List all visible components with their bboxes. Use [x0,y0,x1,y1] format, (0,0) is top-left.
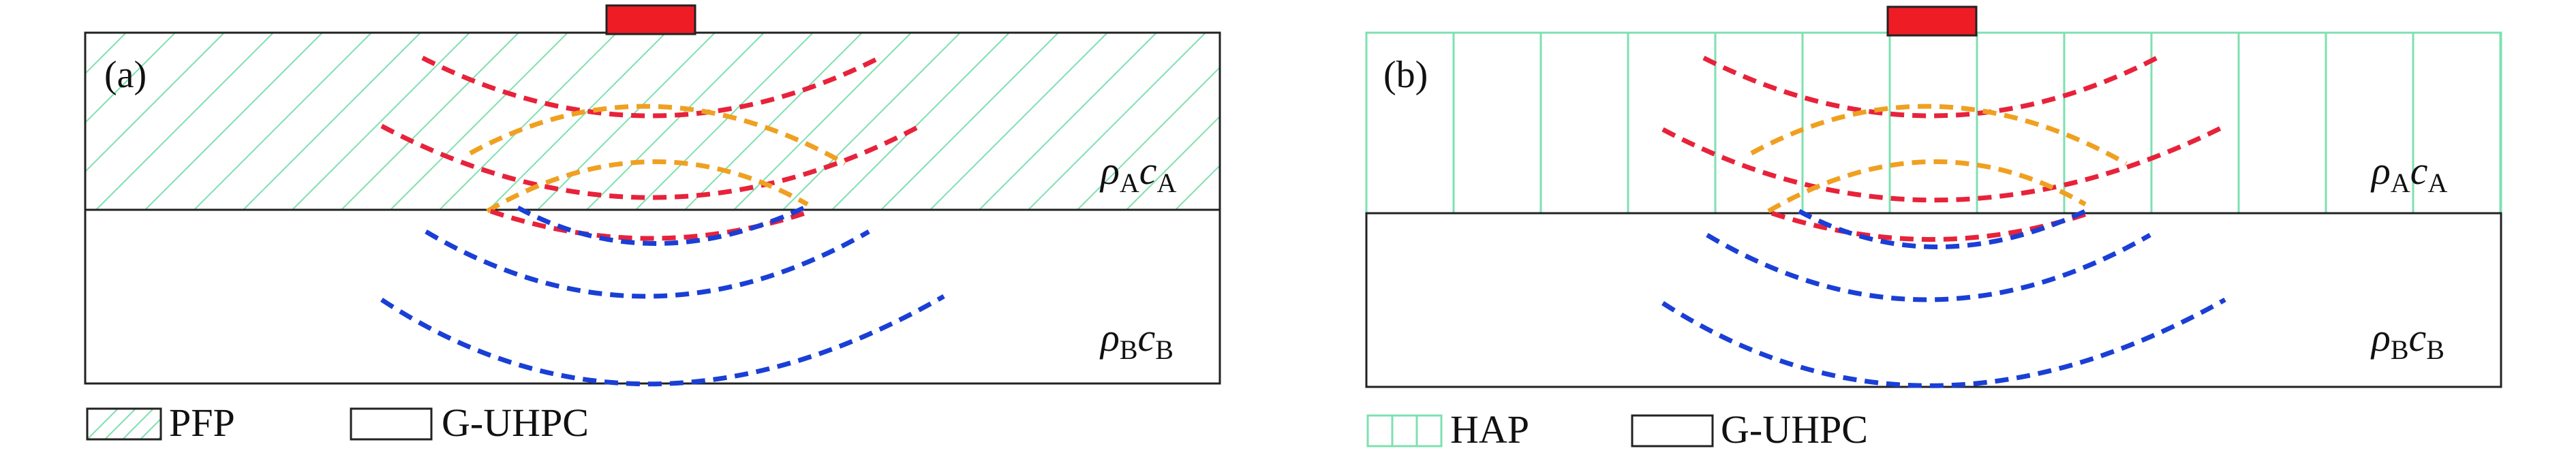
hatch-line [390,33,568,210]
legend-label: PFP [169,401,235,445]
hatch-line [930,33,1108,210]
legend-item-g-uhpc: G-UHPC [1631,407,1868,452]
hatch-line [439,33,617,210]
legend-label: G-UHPC [1721,407,1868,452]
reflected-wave-1 [469,104,846,166]
panel-a: (a) ρAcA ρBcB PFP G-UHPC [84,4,1402,445]
legend-swatch-pfp [87,409,161,439]
transducer [605,4,696,35]
transmitted-wave-2 [1706,232,2151,302]
hatch-line [1028,33,1206,210]
hatch-line [684,33,863,210]
transducer [1886,5,1978,37]
hatch-line [87,408,119,440]
density-velocity-b: ρBcB [1099,315,1174,365]
hatch-line [586,33,765,210]
panel-label: (a) [104,54,147,96]
hatch-line [292,33,470,210]
transmitted-wave-1 [517,205,806,246]
incident-wave-1 [421,55,880,119]
incident-wave-3 [489,208,812,241]
hatch-line [1225,33,1402,210]
incident-wave-3 [1770,210,2090,242]
hatch-line [488,33,666,210]
legend-item-hap: HAP [1366,407,1529,452]
hatch-line [85,33,225,173]
hatch-line [880,33,1059,210]
legend-item-g-uhpc: G-UHPC [350,401,589,445]
hatch-line [85,33,176,124]
panel-b: (b) ρAcA ρBcB HAP G-UHPC [1365,5,2502,452]
hatch-line [537,33,716,210]
pfp-layer [84,31,1221,211]
density-velocity-a: ρAcA [1099,148,1176,198]
hatch-line [1175,164,1220,210]
hap-vertical-lines [1452,33,2502,213]
hap-layer [1365,31,2502,215]
pfp-hatch-pattern [85,33,1402,210]
hatch-line [140,418,162,440]
legend-swatch-hap [1366,414,1443,448]
legend-item-pfp: PFP [86,401,235,445]
transmitted-wave-3 [380,294,945,387]
legend: PFP G-UHPC [86,401,589,445]
hatch-line [144,33,323,210]
hatch-line [243,33,421,210]
reflected-wave-2 [1767,159,2087,214]
density-velocity-b: ρBcB [2370,315,2444,365]
transmitted-wave-2 [425,229,870,299]
hatch-line [95,33,274,210]
hatch-line [1077,66,1220,210]
legend-swatch-g-uhpc [1631,414,1714,448]
hatch-line [341,33,519,210]
hatch-line [733,33,912,210]
density-velocity-a: ρAcA [2370,148,2447,198]
hatch-line [782,33,961,210]
hatch-line [85,33,127,75]
reflected-wave-2 [486,159,809,214]
panel-label: (b) [1383,54,1428,96]
hatch-line [194,33,372,210]
legend-label: G-UHPC [442,401,589,445]
legend-swatch-g-uhpc [350,407,433,441]
incident-wave-1 [1702,55,2158,119]
g-uhpc-layer [84,208,1221,385]
hatch-line [979,33,1157,210]
reflected-wave-1 [1750,104,2128,166]
hatch-line [122,408,154,440]
transmitted-wave-1 [1798,208,2087,249]
legend: HAP G-UHPC [1366,407,1868,452]
hatch-line [831,33,1010,210]
hatch-line [104,408,136,440]
incident-wave-2 [1661,123,2226,203]
hatch-line [1126,115,1220,210]
transmitted-wave-3 [1661,297,2226,388]
legend-label: HAP [1450,407,1529,452]
hatch-line [635,33,814,210]
